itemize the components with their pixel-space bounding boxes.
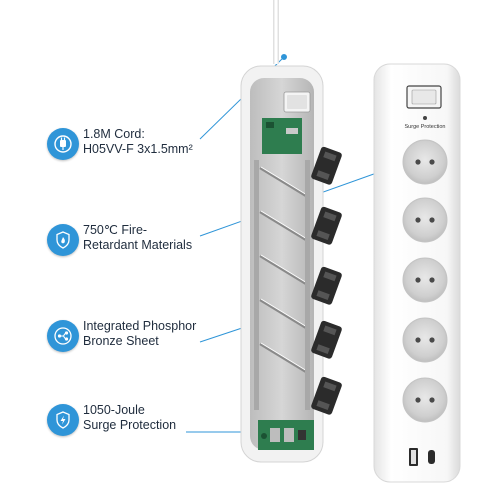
feature-surge-line-1: 1050-Joule bbox=[83, 403, 145, 417]
socket-contacts bbox=[311, 146, 342, 415]
outlet-1 bbox=[402, 139, 448, 185]
feature-bronze: Integrated Phosphor Bronze Sheet bbox=[47, 318, 247, 358]
usb-c-port bbox=[428, 450, 435, 464]
feature-fire-line-1: 750℃ Fire- bbox=[83, 223, 148, 237]
feature-bronze-line-2: Bronze Sheet bbox=[83, 334, 159, 348]
feature-bronze-text: Integrated Phosphor Bronze Sheet bbox=[83, 319, 196, 349]
feature-surge-line-2: Surge Protection bbox=[83, 418, 177, 432]
shield-flame-icon bbox=[47, 224, 79, 256]
strip-surge-label: Surge Protection bbox=[404, 124, 446, 130]
feature-cord-text: 1.8M Cord: H05VV-F 3x1.5mm² bbox=[83, 127, 193, 157]
feature-cord-line-2: H05VV-F 3x1.5mm² bbox=[83, 142, 193, 156]
cutaway-power-strip bbox=[240, 65, 324, 463]
plug-icon bbox=[47, 128, 79, 160]
feature-fire-line-2: Retardant Materials bbox=[83, 238, 193, 252]
power-strip bbox=[373, 63, 461, 483]
feature-bronze-line-1: Integrated Phosphor bbox=[83, 319, 197, 333]
leader-dot-cord bbox=[281, 54, 287, 60]
feature-fire: 750℃ Fire- Retardant Materials bbox=[47, 222, 247, 262]
outlet-3 bbox=[402, 257, 448, 303]
circuit-icon bbox=[47, 320, 79, 352]
outlet-4 bbox=[402, 317, 448, 363]
lightning-shield-icon bbox=[47, 404, 79, 436]
feature-cord: 1.8M Cord: H05VV-F 3x1.5mm² bbox=[47, 126, 247, 166]
feature-surge: 1050-Joule Surge Protection bbox=[47, 402, 247, 442]
outlet-5 bbox=[402, 377, 448, 423]
feature-surge-text: 1050-Joule Surge Protection bbox=[83, 403, 176, 433]
feature-cord-line-1: 1.8M Cord: bbox=[83, 127, 145, 141]
feature-fire-text: 750℃ Fire- Retardant Materials bbox=[83, 223, 192, 253]
outlet-2 bbox=[402, 197, 448, 243]
indicator-led bbox=[423, 116, 427, 120]
